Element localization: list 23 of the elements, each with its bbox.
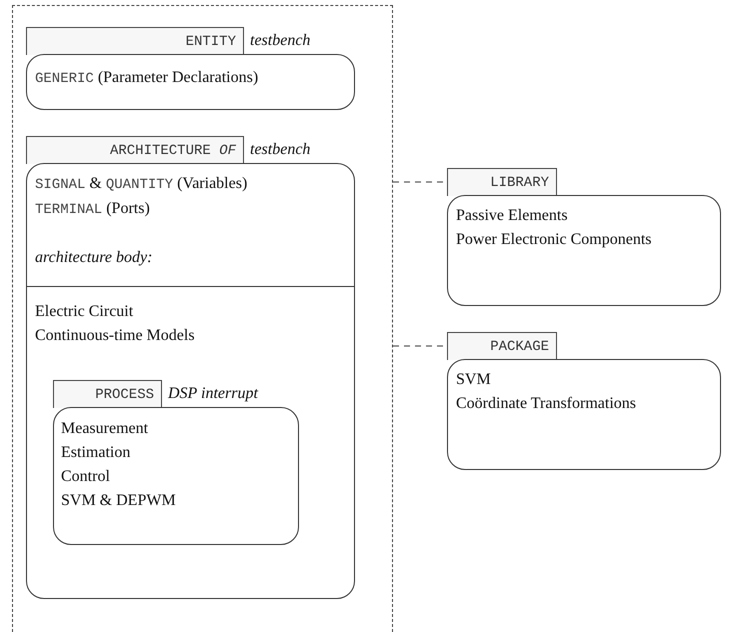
keyword-tab: ARCHITECTURE OF xyxy=(26,136,244,164)
item-text: Measurement xyxy=(61,419,150,439)
item-text: TERMINAL (Ports) xyxy=(35,199,151,220)
keyword-tab: PROCESS xyxy=(53,380,162,408)
item-text: SVM & DEPWM xyxy=(61,491,177,511)
keyword-tab: PACKAGE xyxy=(447,332,557,360)
item-text: Power Electronic Components xyxy=(456,230,653,250)
keyword-tab: LIBRARY xyxy=(447,168,557,196)
item-text: GENERIC (Parameter Declarations) xyxy=(35,68,260,89)
item-text: SVM xyxy=(456,370,492,390)
item-text: Estimation xyxy=(61,443,132,463)
item-text: Control xyxy=(61,467,111,487)
section-heading: architecture body: xyxy=(35,248,154,268)
keyword-tab: ENTITY xyxy=(26,27,244,55)
item-text: Passive Elements xyxy=(456,206,569,226)
block-name: testbench xyxy=(249,141,310,160)
item-text: Continuous-time Models xyxy=(35,326,196,346)
item-text: SIGNAL & QUANTITY (Variables) xyxy=(35,174,248,195)
block-name: DSP interrupt xyxy=(166,385,258,404)
item-text: Electric Circuit xyxy=(35,302,134,322)
dashed-frame xyxy=(12,5,393,632)
item-text: Coördinate Transformations xyxy=(456,394,637,414)
block-name: testbench xyxy=(249,32,310,51)
